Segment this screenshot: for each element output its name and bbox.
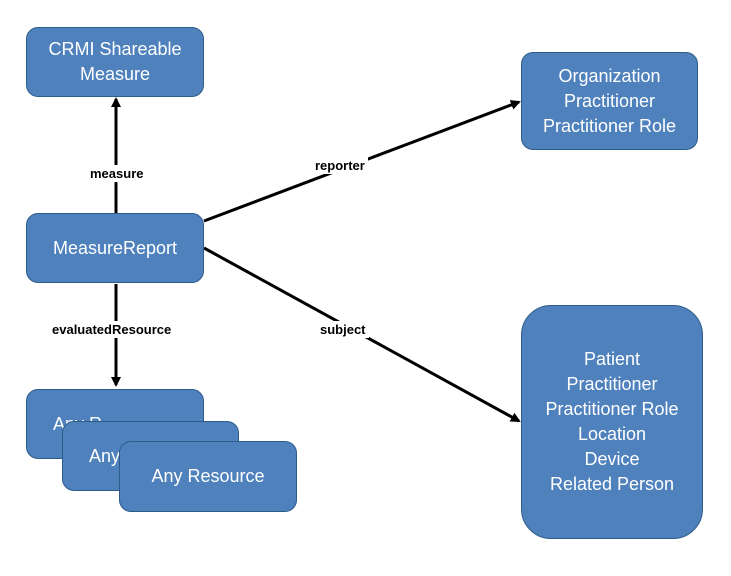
node-label: Any Resource xyxy=(151,466,265,486)
node-line: Related Person xyxy=(549,474,675,494)
edge-label-reporter: reporter xyxy=(312,157,368,174)
node-line: CRMI Shareable xyxy=(48,39,182,59)
edge-label-subject: subject xyxy=(317,321,369,338)
node-line: Practitioner Role xyxy=(542,115,677,136)
node-crmi-shareable-measure: CRMI Shareable Measure xyxy=(26,27,204,97)
node-line: Practitioner Role xyxy=(545,399,679,419)
node-measure-report: MeasureReport xyxy=(26,213,204,283)
node-line: Location xyxy=(577,424,647,444)
edge-label-evaluated-resource: evaluatedResource xyxy=(49,321,175,338)
node-line: Practitioner xyxy=(566,374,658,394)
node-any-resource-front: Any Resource xyxy=(119,441,297,512)
node-label: MeasureReport xyxy=(52,237,178,258)
node-subject-targets: Patient Practitioner Practitioner Role L… xyxy=(521,305,703,539)
node-line: Practitioner xyxy=(563,90,656,111)
node-line: Organization xyxy=(558,65,661,86)
node-line: Measure xyxy=(79,64,151,84)
node-partial-label: Any xyxy=(89,446,121,466)
node-line: Patient xyxy=(583,349,641,369)
node-line: Device xyxy=(584,449,640,469)
node-reporter-targets: Organization Practitioner Practitioner R… xyxy=(521,52,698,150)
edge-label-measure: measure xyxy=(87,165,147,182)
